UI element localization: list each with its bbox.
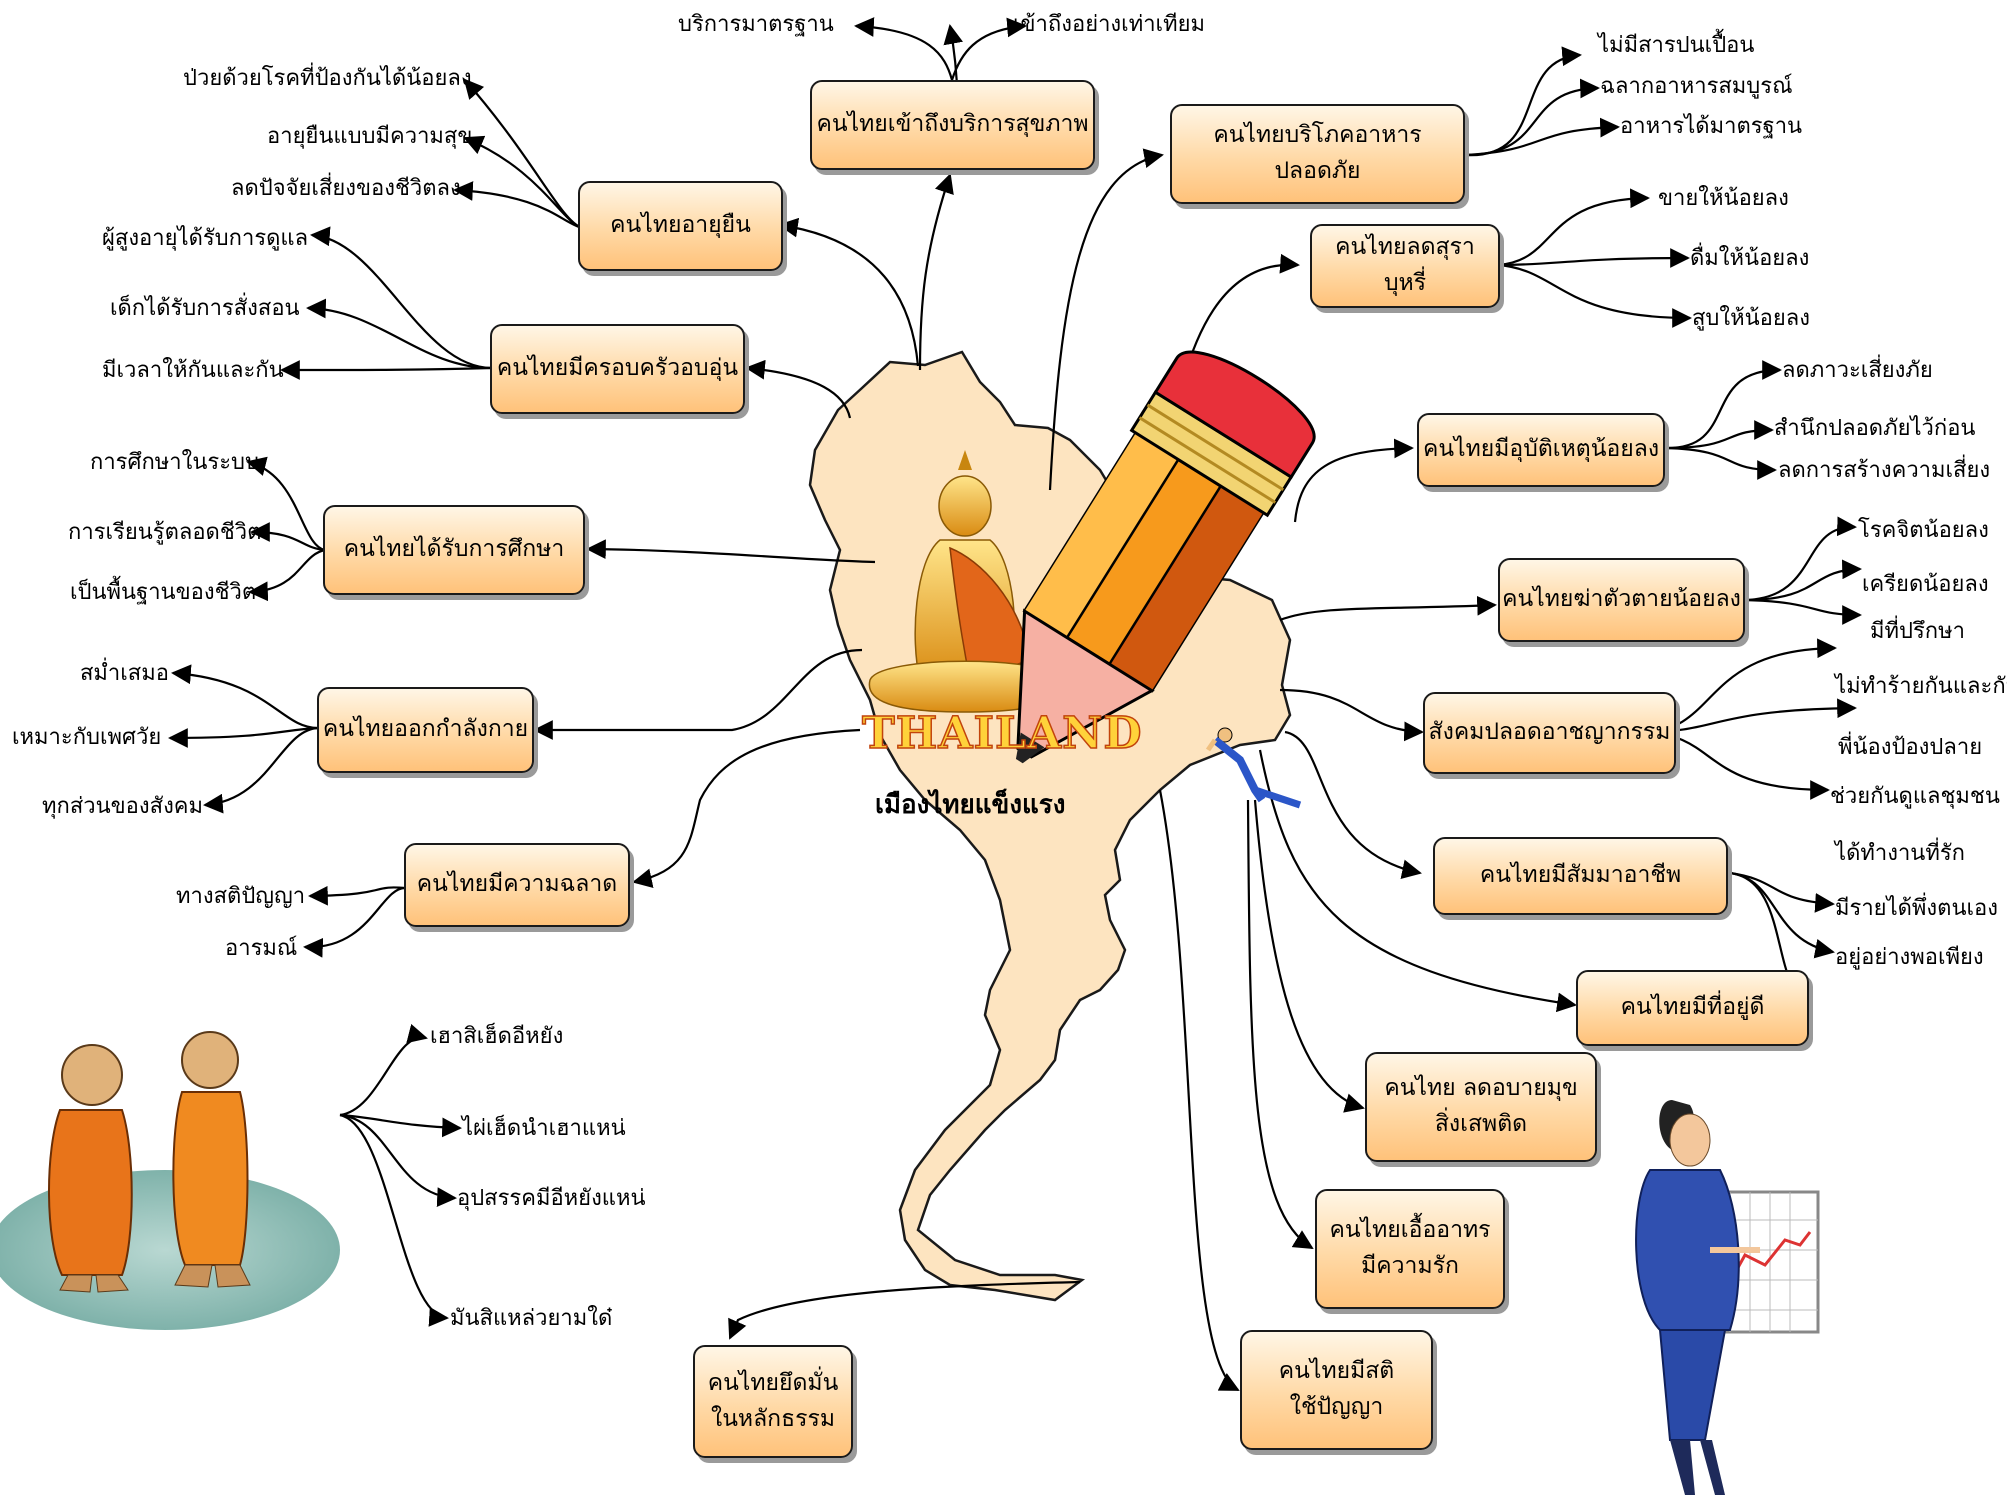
- leaf-health-standard: บริการมาตรฐาน: [678, 12, 834, 37]
- thailand-emblem: THAILAND: [861, 707, 1143, 760]
- leaf-monks-1: เฮาสิเฮ็ดอีหยัง: [430, 1024, 564, 1049]
- leaf-suicide-3: มีที่ปรึกษา: [1870, 619, 1965, 644]
- leaf-education-3: เป็นพื้นฐานของชีวิต: [70, 580, 257, 605]
- leaf-exercise-1: สม่ำเสมอ: [80, 661, 169, 686]
- node-food[interactable]: คนไทยบริโภคอาหารปลอดภัย: [1170, 104, 1465, 204]
- node-smart[interactable]: คนไทยมีความฉลาด: [404, 843, 630, 927]
- node-crime[interactable]: สังคมปลอดอาชญากรรม: [1423, 692, 1676, 774]
- node-mindful[interactable]: คนไทยมีสติใช้ปัญญา: [1240, 1330, 1433, 1450]
- node-family[interactable]: คนไทยมีครอบครัวอบอุ่น: [490, 324, 745, 414]
- node-education[interactable]: คนไทยได้รับการศึกษา: [323, 505, 585, 595]
- leaf-accident-3: ลดการสร้างความเสี่ยง: [1778, 458, 1991, 483]
- buddha-statue: [868, 450, 1067, 713]
- leaf-family-3: มีเวลาให้กันและกัน: [102, 358, 284, 383]
- presenter-woman-illustration: [1635, 1100, 1820, 1495]
- leaf-career-2: มีรายได้พึ่งตนเอง: [1835, 896, 1998, 921]
- leaf-family-2: เด็กได้รับการสั่งสอน: [110, 296, 300, 321]
- leaf-alcohol-3: สูบให้น้อยลง: [1692, 306, 1811, 331]
- node-dharma[interactable]: คนไทยยึดมั่นในหลักธรรม: [693, 1345, 853, 1458]
- node-housing[interactable]: คนไทยมีที่อยู่ดี: [1576, 970, 1809, 1046]
- leaf-smart-2: อารมณ์: [225, 936, 298, 961]
- leaf-exercise-3: ทุกส่วนของสังคม: [42, 794, 204, 819]
- leaf-education-2: การเรียนรู้ตลอดชีวิต: [68, 520, 262, 545]
- leaf-suicide-2: เครียดน้อยลง: [1862, 572, 1989, 597]
- node-vice[interactable]: คนไทย ลดอบายมุขสิ่งเสพติด: [1365, 1052, 1597, 1162]
- leaf-food-3: อาหารได้มาตรฐาน: [1620, 114, 1803, 139]
- node-suicide[interactable]: คนไทยฆ่าตัวตายน้อยลง: [1498, 558, 1745, 642]
- leaf-career-3: อยู่อย่างพอเพียง: [1835, 945, 1984, 970]
- leaf-monks-3: อุปสรรคมีอีหยังแหน่: [457, 1186, 646, 1211]
- node-exercise[interactable]: คนไทยออกกำลังกาย: [317, 687, 534, 773]
- leaf-longevity-1: ป่วยด้วยโรคที่ป้องกันได้น้อยลง: [183, 66, 472, 91]
- connectors-right: [1048, 46, 1862, 1391]
- node-health-access[interactable]: คนไทยเข้าถึงบริการสุขภาพ: [810, 80, 1095, 170]
- node-alcohol[interactable]: คนไทยลดสุรา บุหรี่: [1310, 224, 1500, 308]
- leaf-alcohol-1: ขายให้น้อยลง: [1658, 186, 1789, 211]
- pencil-illustration: [1015, 350, 1316, 764]
- node-career[interactable]: คนไทยมีสัมมาอาชีพ: [1433, 837, 1728, 915]
- leaf-alcohol-2: ดื่มให้น้อยลง: [1690, 246, 1810, 271]
- leaf-food-1: ไม่มีสารปนเปื้อน: [1598, 33, 1755, 58]
- leaf-longevity-3: ลดปัจจัยเสี่ยงของชีวิตลง: [231, 176, 461, 201]
- leaf-monks-2: ไผ่เฮ็ดนำเฮาแหน่: [462, 1116, 626, 1141]
- leaf-crime-1: ไม่ทำร้ายกันและกัน: [1835, 674, 2007, 699]
- center-title: เมืองไทยแข็งแรง: [875, 790, 1066, 820]
- leaf-crime-3: ช่วยกันดูแลชุมชน: [1830, 784, 2000, 809]
- leaf-food-2: ฉลากอาหารสมบูรณ์: [1600, 74, 1793, 99]
- node-longevity[interactable]: คนไทยอายุยืน: [578, 181, 783, 271]
- leaf-exercise-2: เหมาะกับเพศวัย: [12, 725, 162, 750]
- two-monks-illustration: [0, 1031, 340, 1330]
- leaf-health-equal: เข้าถึงอย่างเท่าเทียม: [1013, 12, 1205, 37]
- leaf-longevity-2: อายุยืนแบบมีความสุข: [267, 124, 473, 149]
- connectors: [168, 17, 1081, 1340]
- leaf-suicide-1: โรคจิตน้อยลง: [1858, 518, 1989, 543]
- leaf-crime-2: พี่น้องป้องปลาย: [1838, 735, 1983, 760]
- leaf-accident-2: สำนึกปลอดภัยไว้ก่อน: [1774, 416, 1976, 441]
- leaf-accident-1: ลดภาวะเสี่ยงภัย: [1782, 358, 1933, 383]
- leaf-career-1: ได้ทำงานที่รัก: [1835, 841, 1965, 866]
- leaf-family-1: ผู้สูงอายุได้รับการดูแล: [102, 226, 309, 251]
- leaf-smart-1: ทางสติปัญญา: [176, 884, 306, 909]
- node-accident[interactable]: คนไทยมีอุบัติเหตุน้อยลง: [1417, 413, 1665, 487]
- pushing-man-icon: [1205, 727, 1302, 809]
- leaf-education-1: การศึกษาในระบบ: [90, 450, 259, 475]
- node-love[interactable]: คนไทยเอื้ออาทรมีความรัก: [1315, 1189, 1505, 1309]
- leaf-monks-4: มันสิแหล่วยามใด๋: [450, 1306, 613, 1331]
